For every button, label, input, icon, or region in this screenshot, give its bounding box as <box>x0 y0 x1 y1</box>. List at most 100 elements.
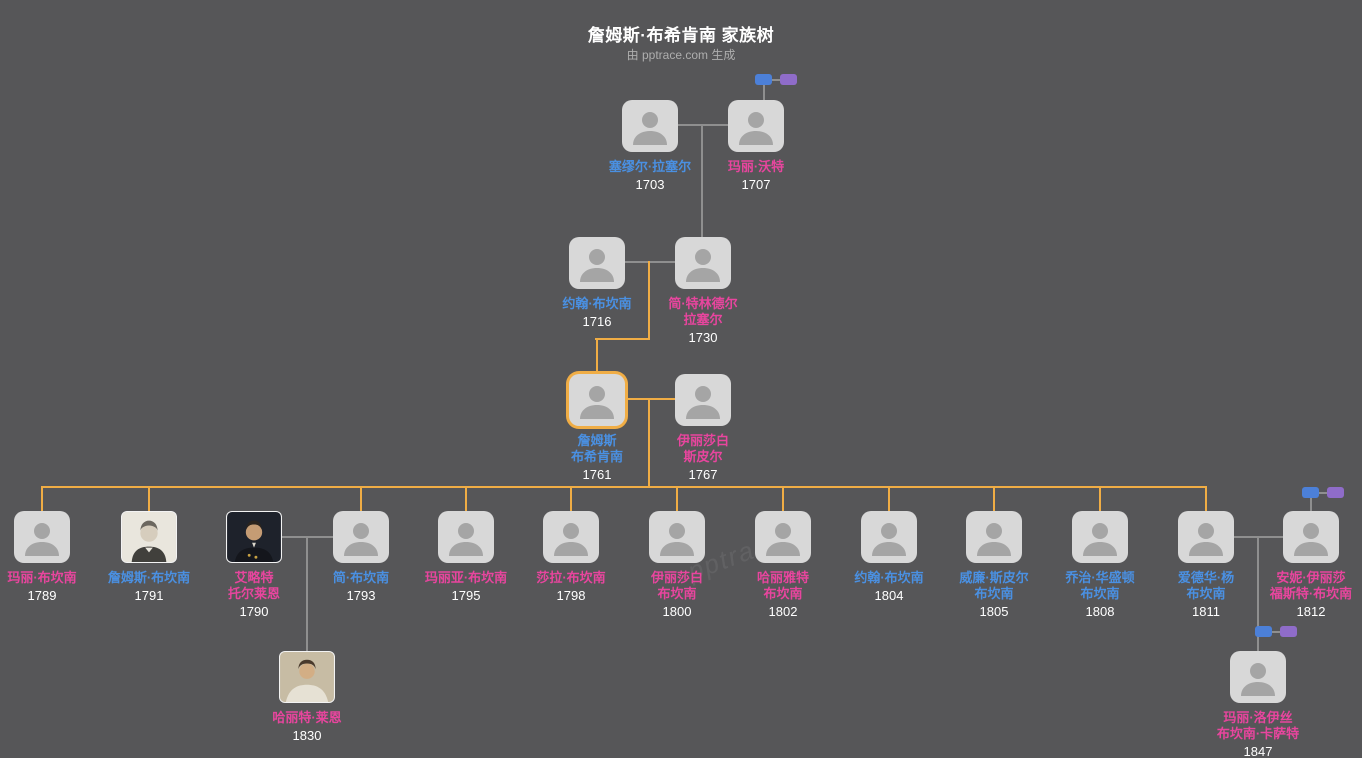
person-year: 1808 <box>1085 604 1115 619</box>
avatar-placeholder-icon[interactable] <box>333 511 389 563</box>
person-name: 约翰·布坎南 <box>854 570 924 585</box>
person-year: 1707 <box>741 177 771 192</box>
person-node-elliott-tole-lane: 艾略特 托尔莱恩 1790 <box>199 511 309 619</box>
mini-female-node-icon[interactable] <box>780 74 797 85</box>
person-name: 布坎南 <box>1186 586 1226 601</box>
child-drop-connector <box>41 486 43 512</box>
person-year: 1802 <box>768 604 798 619</box>
person-node-ann-eliza-foster-buchanan-1812: 安妮·伊丽莎 福斯特·布坎南 1812 <box>1256 511 1362 619</box>
person-year: 1811 <box>1192 604 1220 619</box>
person-name: 威廉·斯皮尔 <box>959 570 1029 585</box>
person-name: 约翰·布坎南 <box>562 296 632 311</box>
person-name: 布坎南 <box>657 586 697 601</box>
person-name: 布坎南 <box>974 586 1014 601</box>
person-node-john-buchanan-1804: 约翰·布坎南 1804 <box>834 511 944 603</box>
person-name: 艾略特 <box>234 570 274 585</box>
avatar-placeholder-icon[interactable] <box>14 511 70 563</box>
avatar-placeholder-icon[interactable] <box>569 237 625 289</box>
person-name: 斯皮尔 <box>683 449 723 464</box>
person-node-elizabeth-speer: 伊丽莎白 斯皮尔 1767 <box>648 374 758 482</box>
mini-node-connector <box>763 85 765 101</box>
avatar-placeholder-icon[interactable] <box>728 100 784 152</box>
person-node-james-buchanan-1761-selected: 詹姆斯 布希肯南 1761 <box>542 374 652 482</box>
mini-male-node-icon[interactable] <box>1255 626 1272 637</box>
person-year: 1716 <box>582 314 612 329</box>
highlight-descent-connector <box>596 338 598 375</box>
person-name: 莎拉·布坎南 <box>536 570 606 585</box>
mini-female-node-icon[interactable] <box>1327 487 1344 498</box>
child-drop-connector <box>360 486 362 512</box>
child-drop-connector <box>1205 486 1207 512</box>
mini-female-node-icon[interactable] <box>1280 626 1297 637</box>
avatar-placeholder-icon[interactable] <box>966 511 1022 563</box>
avatar-placeholder-icon[interactable] <box>1072 511 1128 563</box>
person-node-harriet-buchanan-1802: 哈丽雅特 布坎南 1802 <box>728 511 838 619</box>
avatar-placeholder-icon[interactable] <box>1283 511 1339 563</box>
mini-male-node-icon[interactable] <box>755 74 772 85</box>
avatar-placeholder-icon[interactable] <box>438 511 494 563</box>
person-name: 玛丽亚·布坎南 <box>424 570 508 585</box>
person-name: 拉塞尔 <box>683 312 723 327</box>
highlight-descent-connector <box>595 338 650 340</box>
person-node-mary-buchanan-1789: 玛丽·布坎南 1789 <box>0 511 97 603</box>
child-drop-connector <box>465 486 467 512</box>
person-node-jane-buchanan-1793: 简·布坎南 1793 <box>306 511 416 603</box>
person-node-mary-lois-buchanan-cassatt-1847: 玛丽·洛伊丝 布坎南·卡萨特 1847 <box>1203 651 1313 758</box>
person-year: 1804 <box>874 588 904 603</box>
avatar-placeholder-icon[interactable] <box>675 374 731 426</box>
person-name: 简·特林德尔 <box>668 296 738 311</box>
person-name: 哈丽雅特 <box>756 570 809 585</box>
person-year: 1730 <box>688 330 718 345</box>
avatar-placeholder-icon[interactable] <box>861 511 917 563</box>
person-year: 1847 <box>1243 744 1273 758</box>
person-year: 1703 <box>635 177 665 192</box>
person-name: 伊丽莎白 <box>676 433 729 448</box>
portrait-engraving-image[interactable] <box>121 511 177 563</box>
person-year: 1789 <box>27 588 57 603</box>
mini-node-connector <box>772 79 780 81</box>
avatar-placeholder-icon[interactable] <box>543 511 599 563</box>
children-rail-connector <box>41 486 1207 488</box>
person-name: 詹姆斯 <box>577 433 617 448</box>
person-node-maria-buchanan-1795: 玛丽亚·布坎南 1795 <box>411 511 521 603</box>
avatar-placeholder-icon[interactable] <box>622 100 678 152</box>
person-name: 詹姆斯·布坎南 <box>107 570 191 585</box>
avatar-placeholder-icon[interactable] <box>1230 651 1286 703</box>
child-drop-connector <box>993 486 995 512</box>
person-name: 爱德华·杨 <box>1177 570 1235 585</box>
mini-node-connector <box>1310 498 1312 512</box>
generated-by-subtitle: 由 pptrace.com 生成 <box>626 48 736 62</box>
person-node-elizabeth-buchanan-1800: 伊丽莎白 布坎南 1800 <box>622 511 732 619</box>
avatar-placeholder-icon[interactable] <box>649 511 705 563</box>
person-year: 1791 <box>134 588 164 603</box>
person-name: 福斯特·布坎南 <box>1269 586 1353 601</box>
avatar-placeholder-icon[interactable] <box>569 374 625 426</box>
person-name: 安妮·伊丽莎 <box>1276 570 1346 585</box>
avatar-placeholder-icon[interactable] <box>755 511 811 563</box>
person-name: 布坎南 <box>763 586 803 601</box>
mini-male-node-icon[interactable] <box>1302 487 1319 498</box>
person-node-samuel-russell: 塞缪尔·拉塞尔 1703 <box>595 100 705 192</box>
child-drop-connector <box>676 486 678 512</box>
person-name: 托尔莱恩 <box>227 586 280 601</box>
person-year: 1798 <box>556 588 586 603</box>
person-year: 1793 <box>346 588 376 603</box>
person-name: 伊丽莎白 <box>650 570 703 585</box>
avatar-placeholder-icon[interactable] <box>675 237 731 289</box>
portrait-painting-image[interactable] <box>226 511 282 563</box>
descent-connector <box>1257 536 1259 652</box>
person-name: 布坎南 <box>1080 586 1120 601</box>
child-drop-connector <box>888 486 890 512</box>
person-node-harriet-lane-1830: 哈丽特·莱恩 1830 <box>252 651 362 743</box>
person-name: 哈丽特·莱恩 <box>272 710 342 725</box>
highlight-descent-connector <box>648 261 650 340</box>
person-name: 玛丽·布坎南 <box>7 570 77 585</box>
portrait-photo-image[interactable] <box>279 651 335 703</box>
child-drop-connector <box>1099 486 1101 512</box>
avatar-placeholder-icon[interactable] <box>1178 511 1234 563</box>
person-node-william-speer-buchanan-1805: 威廉·斯皮尔 布坎南 1805 <box>939 511 1049 619</box>
mini-node-connector <box>1319 492 1327 494</box>
person-year: 1812 <box>1296 604 1326 619</box>
person-year: 1767 <box>688 467 718 482</box>
